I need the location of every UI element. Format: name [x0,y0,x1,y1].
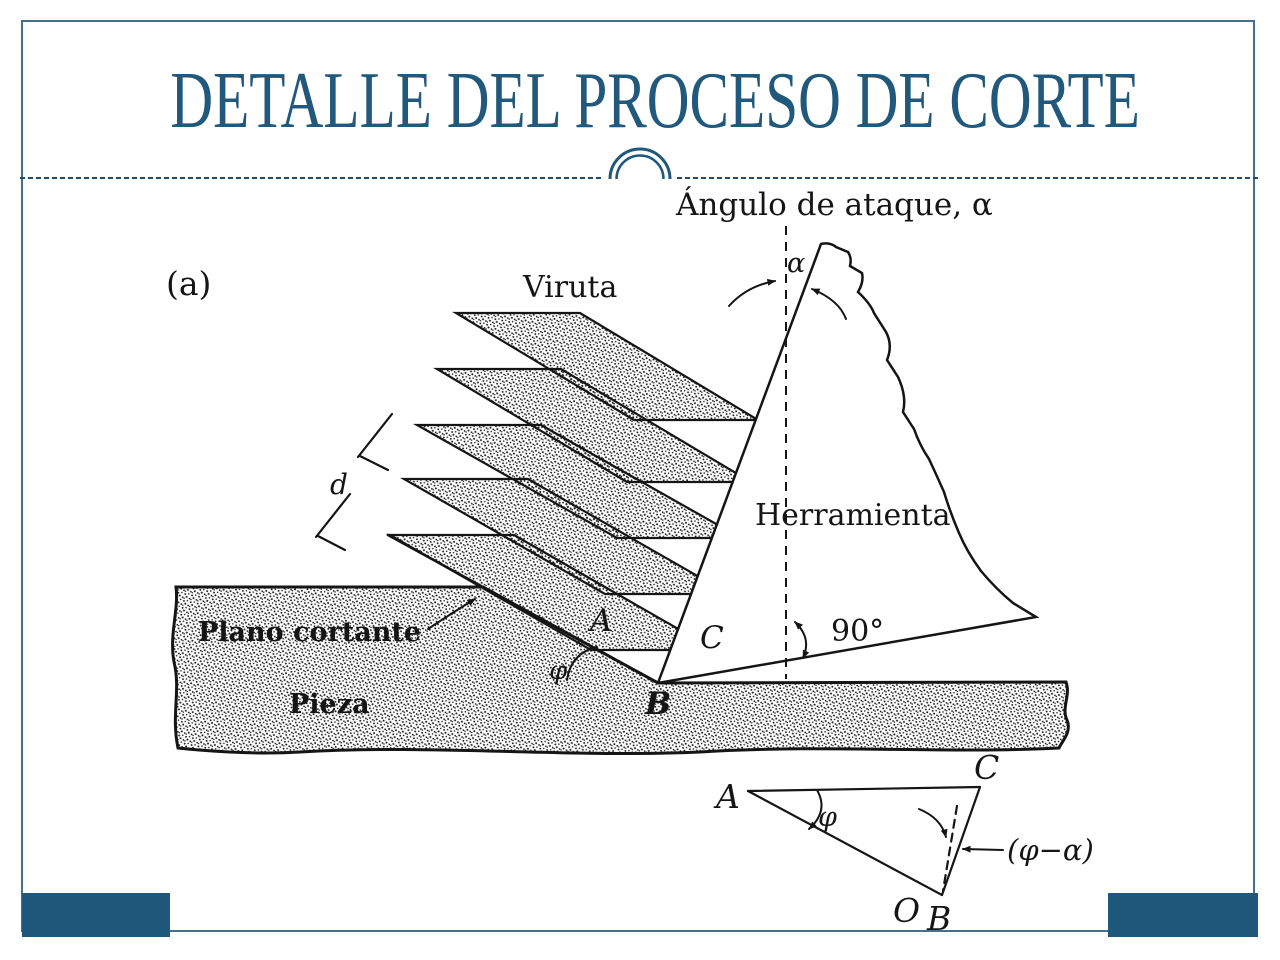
point-a-label: A [587,603,612,639]
page-title-text: DETALLE DEL PROCESO DE CORTE [170,57,1140,145]
shear-plane-line [386,533,660,685]
point-b-label: B [644,686,671,722]
inset-triangle [746,785,1004,897]
phi-minus-alpha-label: (φ−α) [1007,833,1094,867]
workpiece-label: Pieza [289,689,370,720]
right-angle-label: 90° [831,614,884,649]
alpha-label: α [787,248,805,279]
inset-point-b-label: B [926,899,951,938]
depth-label: d [330,468,348,501]
inset-point-c-label: C [974,748,999,787]
tool-shape [656,242,1040,685]
inset-point-a-label: A [713,777,740,816]
shear-plane-label: Plano cortante [198,617,421,648]
inset-point-o-label: O [893,891,920,930]
point-c-label: C [700,620,724,656]
page-title: DETALLE DEL PROCESO DE CORTE [0,56,1280,147]
bottom-left-accent-rectangle [22,893,170,937]
workpiece-shape [171,585,1070,756]
phi-label: φ [549,656,568,686]
attack-angle-label: Ángulo de ataque, α [675,185,993,223]
double-arc-ornament-icon [608,147,672,180]
shear-plane-pointer-arrow [427,598,476,630]
alpha-angle-arrows [728,278,847,320]
phi-angle-arc [566,645,598,681]
chip-label: Viruta [522,270,617,305]
right-angle-arc [794,621,810,659]
tool-label: Herramienta [755,498,951,533]
figure-a-label: (a) [166,264,211,303]
chip-slabs [385,311,762,652]
bottom-right-accent-rectangle [1108,893,1258,937]
depth-dimension-ticks [314,412,394,552]
inset-phi-label: φ [818,802,837,833]
